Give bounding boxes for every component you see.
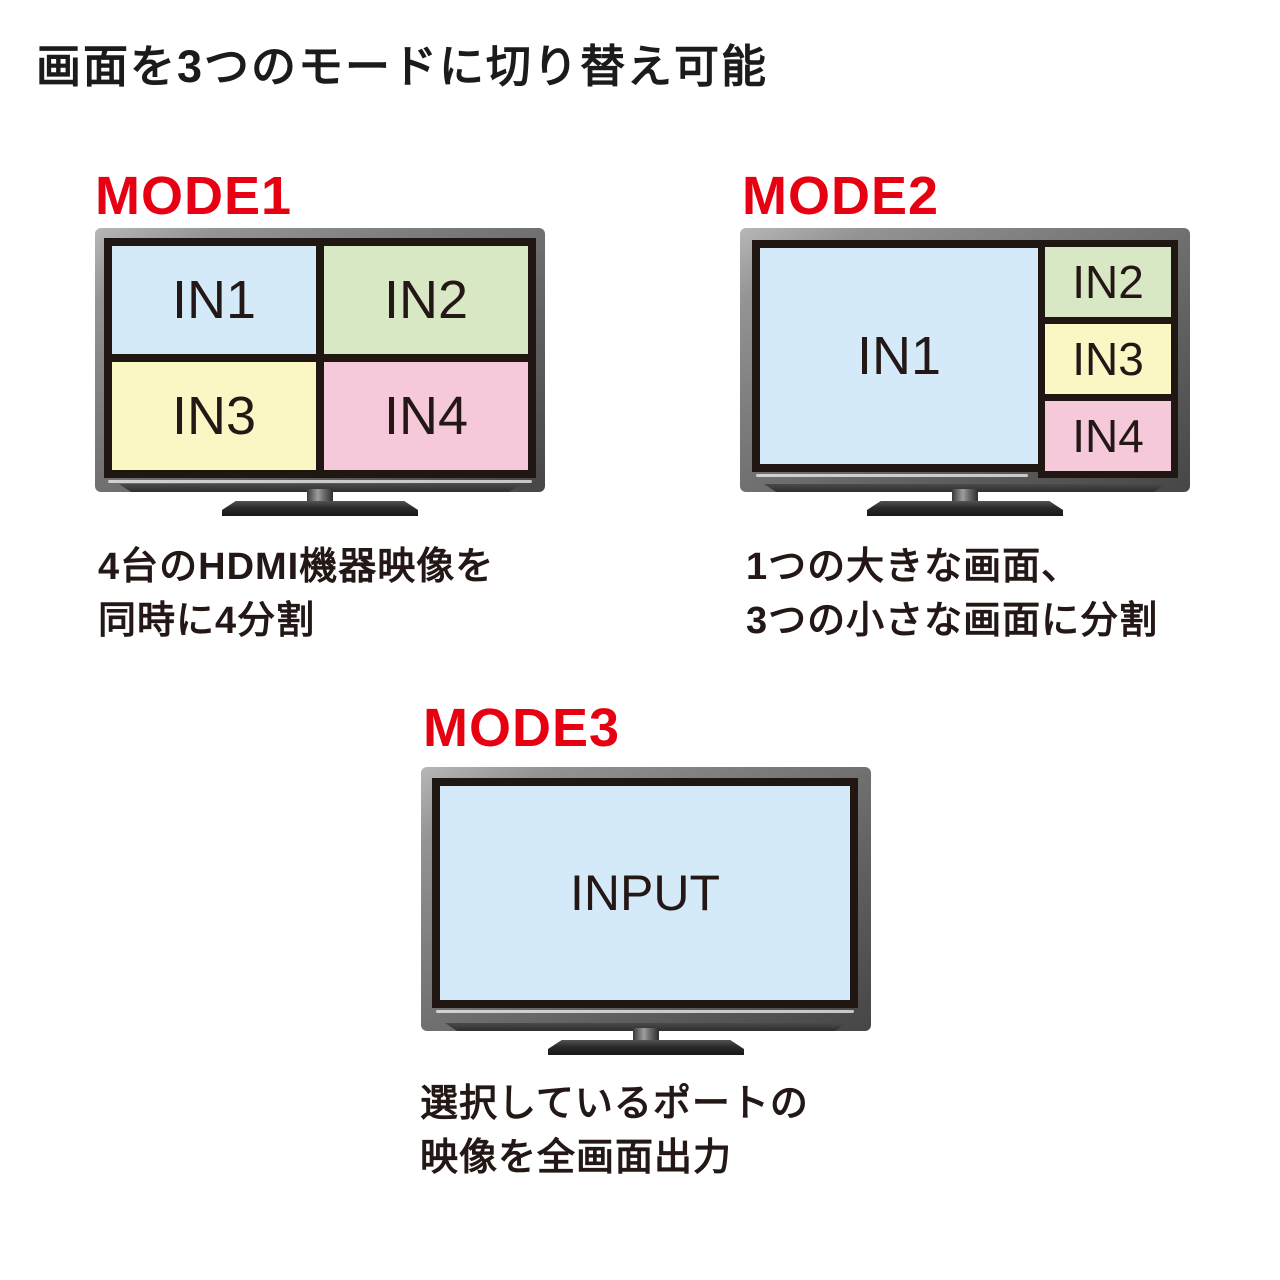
tv-stand-neck (952, 489, 978, 504)
mode3-label: MODE3 (423, 698, 621, 758)
tv-stand-neck (307, 489, 333, 504)
tv-stand-base (867, 501, 1063, 516)
mode3-screen: INPUT (432, 778, 858, 1013)
mode2-caption-line2: 3つの小さな画面に分割 (746, 600, 1159, 642)
mode3-caption: 選択しているポートの 映像を全画面出力 (420, 1077, 809, 1185)
mode3-caption-line1: 選択しているポートの (420, 1083, 809, 1125)
mode1-quad-grid: IN1 IN2 IN3 IN4 (112, 246, 528, 470)
mode2-side-column: IN2 IN3 IN4 (1038, 240, 1178, 478)
mode2-screen: IN1 IN2 IN3 IN4 (752, 240, 1178, 478)
mode2-panel-in3: IN3 (1045, 324, 1171, 394)
mode1-label: MODE1 (95, 166, 293, 226)
mode1-panel-in4: IN4 (324, 362, 528, 470)
mode1-caption: 4台のHDMI機器映像を 同時に4分割 (98, 540, 494, 648)
mode3-tv-illustration: INPUT (421, 767, 871, 1055)
mode1-panel-in1: IN1 (112, 246, 316, 354)
tv-stand-neck (633, 1028, 659, 1043)
mode1-caption-line1: 4台のHDMI機器映像を (98, 546, 495, 588)
tv-stand-base (222, 501, 418, 516)
tv-stand-base (548, 1040, 744, 1055)
mode1-screen: IN1 IN2 IN3 IN4 (104, 238, 536, 483)
mode2-caption-line1: 1つの大きな画面、 (746, 546, 1081, 588)
mode3-panel-input: INPUT (440, 786, 850, 1000)
mode2-caption: 1つの大きな画面、 3つの小さな画面に分割 (746, 540, 1158, 648)
mode1-tv-illustration: IN1 IN2 IN3 IN4 (95, 228, 545, 516)
mode1-panel-in3: IN3 (112, 362, 316, 470)
mode2-panel-in2: IN2 (1045, 247, 1171, 317)
page-title: 画面を3つのモードに切り替え可能 (36, 41, 769, 92)
mode2-tv-illustration: IN1 IN2 IN3 IN4 (740, 228, 1190, 516)
mode2-label: MODE2 (742, 166, 940, 226)
mode1-panel-in2: IN2 (324, 246, 528, 354)
mode3-caption-line2: 映像を全画面出力 (420, 1137, 733, 1179)
mode1-caption-line2: 同時に4分割 (98, 600, 316, 642)
mode2-panel-in4: IN4 (1045, 401, 1171, 471)
mode2-panel-in1: IN1 (760, 248, 1038, 464)
